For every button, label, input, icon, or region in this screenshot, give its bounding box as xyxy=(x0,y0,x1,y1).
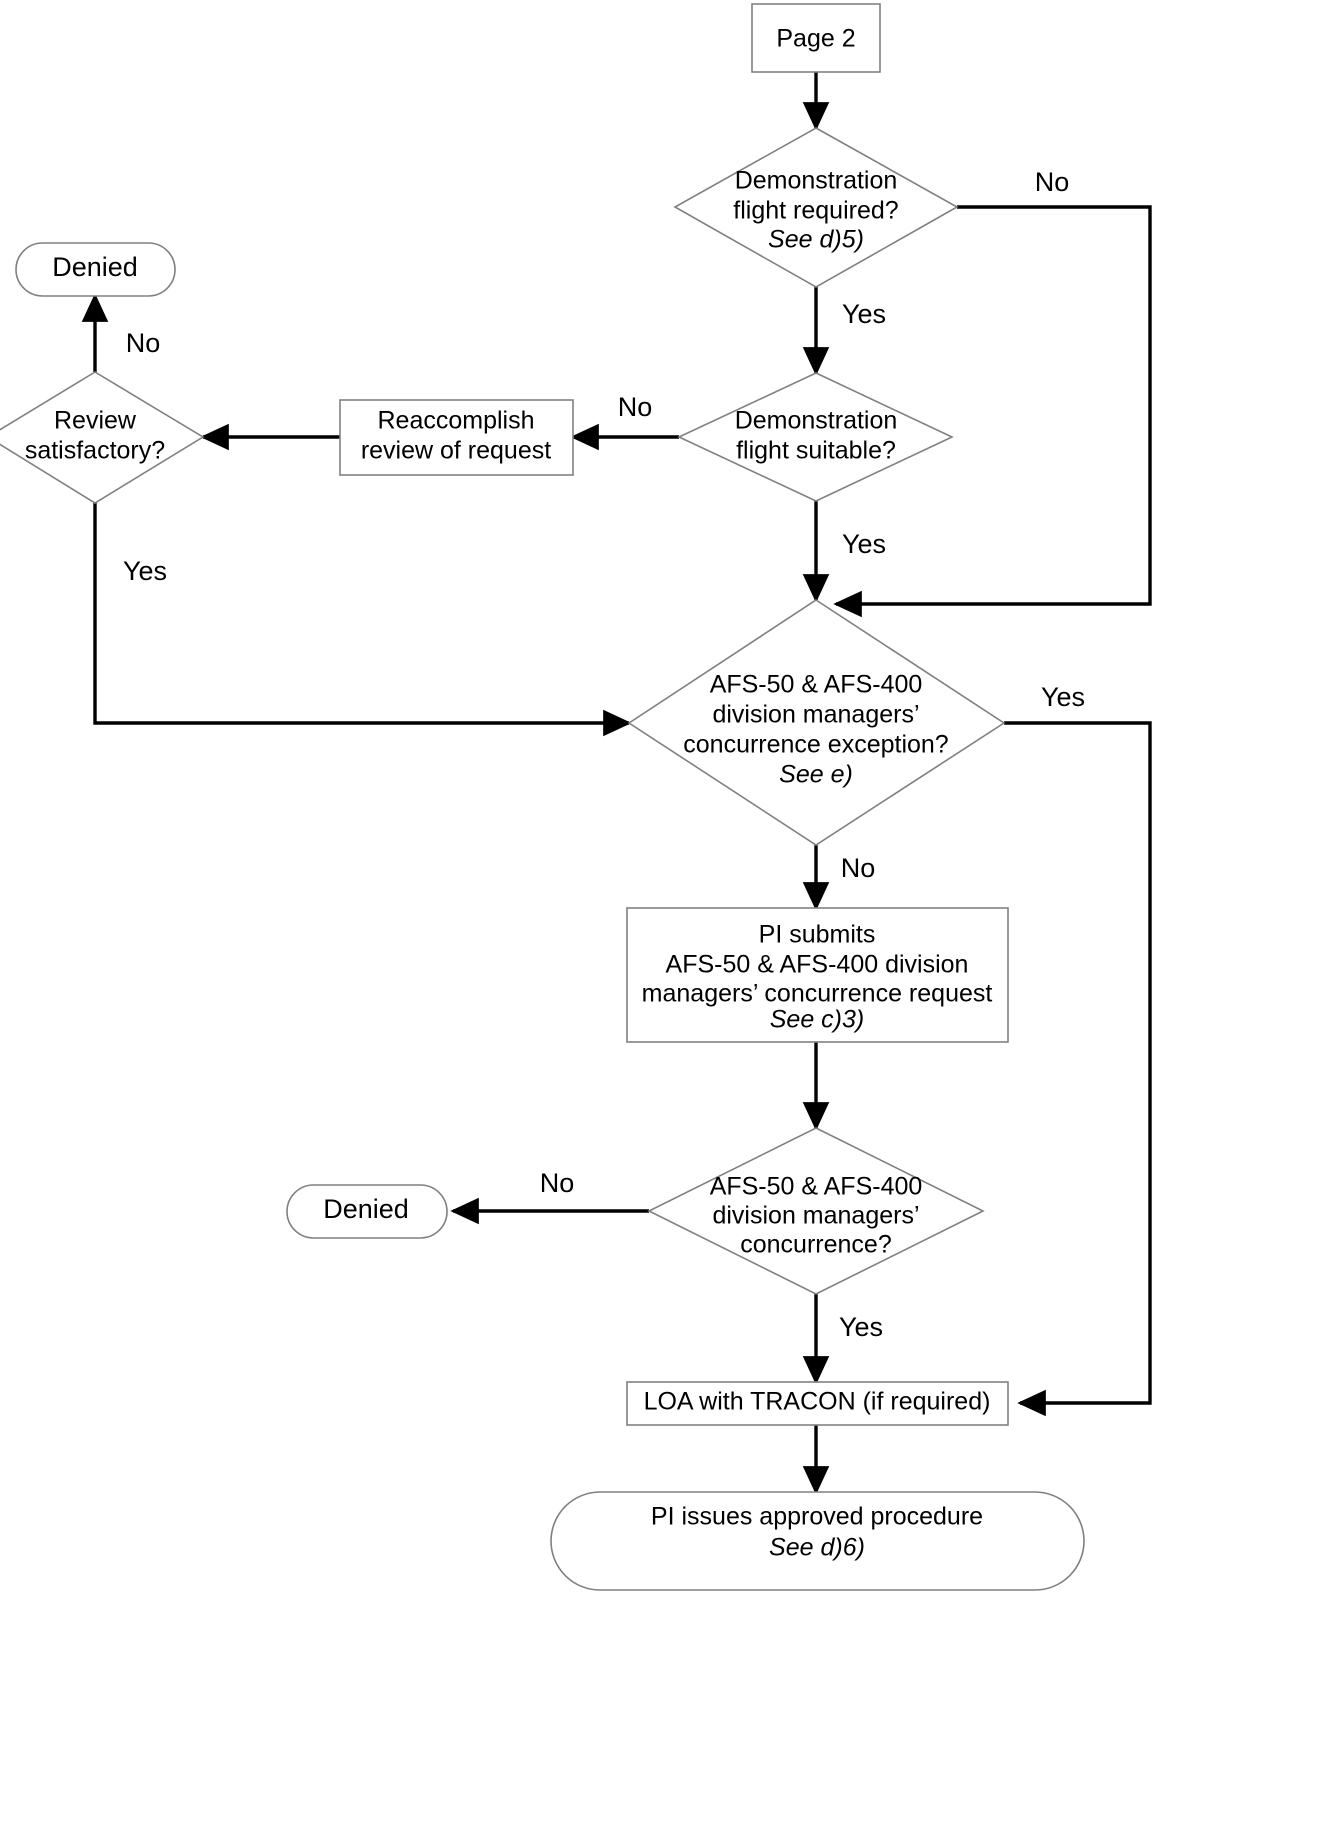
denied-top-label: Denied xyxy=(52,252,138,282)
concurrence-line2: division managers’ xyxy=(712,1202,919,1230)
pi-issues-line2: See d)6) xyxy=(769,1534,865,1562)
review-satisfactory-line2: satisfactory? xyxy=(25,437,165,465)
node-denied-bottom[interactable]: Denied xyxy=(286,1184,448,1239)
node-loa-with-tracon[interactable]: LOA with TRACON (if required) xyxy=(626,1381,1009,1426)
demo-required-line3: See d)5) xyxy=(768,226,864,254)
label-concurrence-yes: Yes xyxy=(839,1312,883,1342)
demo-suitable-line1: Demonstration xyxy=(735,407,898,435)
pi-issues-line1: PI issues approved procedure xyxy=(651,1503,983,1531)
demo-suitable-line2: flight suitable? xyxy=(736,437,896,465)
node-demonstration-flight-suitable[interactable]: Demonstration flight suitable? xyxy=(677,372,954,502)
edge-demo-required-no xyxy=(833,205,1152,618)
label-exception-no: No xyxy=(841,853,876,883)
label-demo-required-no: No xyxy=(1035,167,1070,197)
loa-tracon-label: LOA with TRACON (if required) xyxy=(644,1388,991,1416)
node-concurrence[interactable]: AFS-50 & AFS-400 division managers’ conc… xyxy=(647,1127,985,1295)
demo-required-line2: flight required? xyxy=(733,197,898,225)
exception-line3: concurrence exception? xyxy=(683,731,948,759)
label-demo-suitable-no: No xyxy=(618,392,653,422)
pi-submits-line2: AFS-50 & AFS-400 division xyxy=(666,951,969,979)
pi-submits-line1: PI submits xyxy=(759,921,876,949)
label-concurrence-no: No xyxy=(540,1168,575,1198)
node-pi-issues-approved-procedure[interactable]: PI issues approved procedure See d)6) xyxy=(550,1491,1085,1591)
review-satisfactory-line1: Review xyxy=(54,407,137,435)
denied-bottom-label: Denied xyxy=(323,1194,409,1224)
edge-exception-yes xyxy=(1004,721,1152,1417)
exception-line4: See e) xyxy=(779,761,853,789)
reaccomplish-line1: Reaccomplish xyxy=(377,407,534,435)
exception-line2: division managers’ xyxy=(712,701,919,729)
node-pi-submits-concurrence-request[interactable]: PI submits AFS-50 & AFS-400 division man… xyxy=(626,907,1009,1043)
node-demonstration-flight-required[interactable]: Demonstration flight required? See d)5) xyxy=(673,127,959,288)
concurrence-line3: concurrence? xyxy=(740,1231,891,1259)
node-review-satisfactory[interactable]: Review satisfactory? xyxy=(0,371,205,504)
label-review-no: No xyxy=(126,328,161,358)
node-denied-top[interactable]: Denied xyxy=(15,242,176,297)
reaccomplish-line2: review of request xyxy=(361,437,551,465)
node-reaccomplish-review[interactable]: Reaccomplish review of request xyxy=(339,399,574,476)
node-page-reference[interactable]: Page 2 xyxy=(751,3,881,73)
label-exception-yes: Yes xyxy=(1041,682,1085,712)
pi-submits-line3: managers’ concurrence request xyxy=(642,980,993,1008)
demo-required-line1: Demonstration xyxy=(735,167,898,195)
concurrence-line1: AFS-50 & AFS-400 xyxy=(710,1173,923,1201)
edge-review-yes xyxy=(93,503,632,737)
node-concurrence-exception[interactable]: AFS-50 & AFS-400 division managers’ conc… xyxy=(627,599,1006,846)
label-demo-suitable-yes: Yes xyxy=(842,529,886,559)
pi-submits-line4: See c)3) xyxy=(770,1006,864,1034)
exception-line1: AFS-50 & AFS-400 xyxy=(710,671,923,699)
label-review-yes: Yes xyxy=(123,556,167,586)
label-demo-required-yes: Yes xyxy=(842,299,886,329)
node-page-reference-label: Page 2 xyxy=(776,25,855,53)
